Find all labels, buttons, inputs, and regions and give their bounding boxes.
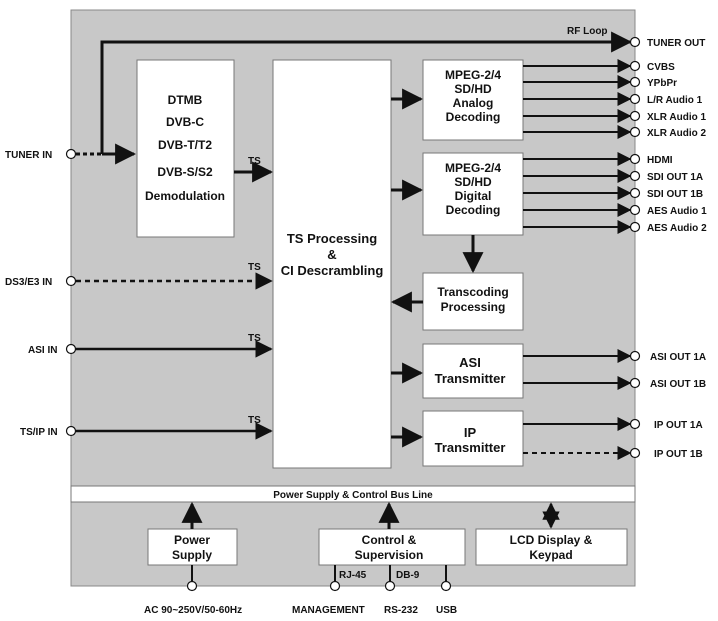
out-ip-1a: IP OUT 1A — [654, 420, 703, 431]
ip-tx-line-2: Transmitter — [435, 440, 506, 455]
adec-line-3: Analog — [453, 96, 494, 110]
tuner-out-label: TUNER OUT — [647, 38, 705, 49]
control-line-2: Supervision — [355, 548, 424, 562]
asi-out-1a-port — [629, 350, 641, 362]
ddec-line-2: SD/HD — [454, 175, 492, 189]
power-supply-block — [147, 528, 238, 566]
adec-line-1: MPEG-2/4 — [445, 68, 501, 82]
tsp-line-1: TS Processing — [287, 231, 377, 246]
ts-label-tsip: TS — [248, 415, 261, 426]
ddec-line-3: Digital — [455, 189, 492, 203]
asi-transmitter-block — [422, 343, 524, 399]
ip-tx-line-1: IP — [464, 425, 477, 440]
asi-tx-line-2: Transmitter — [435, 371, 506, 386]
asi-out-1b-port — [629, 377, 641, 389]
demod-line-2: DVB-C — [166, 115, 204, 129]
ts-label-asi: TS — [248, 333, 261, 344]
out-sdi-1b: SDI OUT 1B — [647, 189, 703, 200]
transcoding-block — [422, 272, 524, 331]
rj45-label: RJ-45 — [339, 570, 367, 581]
ddec-line-1: MPEG-2/4 — [445, 161, 501, 175]
power-line-2: Supply — [172, 548, 212, 562]
tuner-in-label: TUNER IN — [5, 150, 52, 161]
usb-port — [440, 580, 452, 592]
out-asi-1a: ASI OUT 1A — [650, 352, 706, 363]
demodulation-block — [136, 59, 235, 238]
out-sdi-1a: SDI OUT 1A — [647, 172, 703, 183]
out-aes-audio-2: AES Audio 2 — [647, 223, 707, 234]
digital-decoding-block — [422, 152, 524, 236]
tsp-line-3: CI Descrambling — [281, 263, 384, 278]
lcd-line-1: LCD Display & — [510, 533, 593, 547]
tsip-in-port — [65, 425, 77, 437]
rf-loop-path — [100, 31, 633, 154]
out-hdmi: HDMI — [647, 155, 673, 166]
demod-line-3: DVB-T/T2 — [158, 138, 212, 152]
rj45-port — [329, 580, 341, 592]
control-line-1: Control & — [362, 533, 417, 547]
out-aes-audio-1: AES Audio 1 — [647, 206, 707, 217]
tsp-line-2: & — [327, 247, 336, 262]
control-supervision-block — [318, 528, 466, 566]
ts-label-demod: TS — [248, 156, 261, 167]
tuner-in-port — [65, 148, 77, 160]
usb-label: USB — [436, 605, 457, 616]
db9-port — [384, 580, 396, 592]
lcd-line-2: Keypad — [529, 548, 572, 562]
out-cvbs: CVBS — [647, 62, 675, 73]
ds3-in-label: DS3/E3 IN — [5, 277, 52, 288]
out-lr-audio-1: L/R Audio 1 — [647, 95, 703, 106]
tsip-in-label: TS/IP IN — [20, 427, 58, 438]
analog-decoding-block — [422, 59, 524, 141]
asi-tx-line-1: ASI — [459, 355, 481, 370]
ddec-line-4: Decoding — [446, 203, 501, 217]
out-xlr-audio-2: XLR Audio 2 — [647, 128, 707, 139]
ip-out-1b-port — [629, 447, 641, 459]
asi-in-label: ASI IN — [28, 345, 57, 356]
db9-label: DB-9 — [396, 570, 420, 581]
lcd-keypad-block — [475, 528, 628, 566]
out-ypbpr: YPbPr — [647, 78, 677, 89]
demod-line-4: DVB-S/S2 — [157, 165, 213, 179]
rs232-label: RS-232 — [384, 605, 418, 616]
out-ip-1b: IP OUT 1B — [654, 449, 703, 460]
demod-line-1: DTMB — [168, 93, 203, 107]
ip-transmitter-block — [422, 410, 524, 467]
asi-in-port — [65, 343, 77, 355]
power-line-1: Power — [174, 533, 210, 547]
bus-line — [70, 485, 636, 503]
ac-label: AC 90~250V/50-60Hz — [144, 605, 242, 616]
analog-outputs — [523, 59, 641, 139]
ts-processing-block — [272, 59, 392, 469]
out-xlr-audio-1: XLR Audio 1 — [647, 112, 707, 123]
ds3-in-port — [65, 275, 77, 287]
ac-port — [186, 580, 198, 592]
tuner-out-port — [629, 36, 641, 48]
ts-label-ds3: TS — [248, 262, 261, 273]
bus-line-label: Power Supply & Control Bus Line — [273, 490, 433, 501]
demod-line-5: Demodulation — [145, 189, 225, 203]
trans-line-2: Processing — [441, 300, 506, 314]
ip-out-1a-port — [629, 418, 641, 430]
adec-line-2: SD/HD — [454, 82, 492, 96]
adec-line-4: Decoding — [446, 110, 501, 124]
management-label: MANAGEMENT — [292, 605, 365, 616]
out-asi-1b: ASI OUT 1B — [650, 379, 706, 390]
trans-line-1: Transcoding — [437, 285, 508, 299]
rf-loop-label: RF Loop — [567, 26, 608, 37]
digital-outputs — [523, 152, 641, 234]
